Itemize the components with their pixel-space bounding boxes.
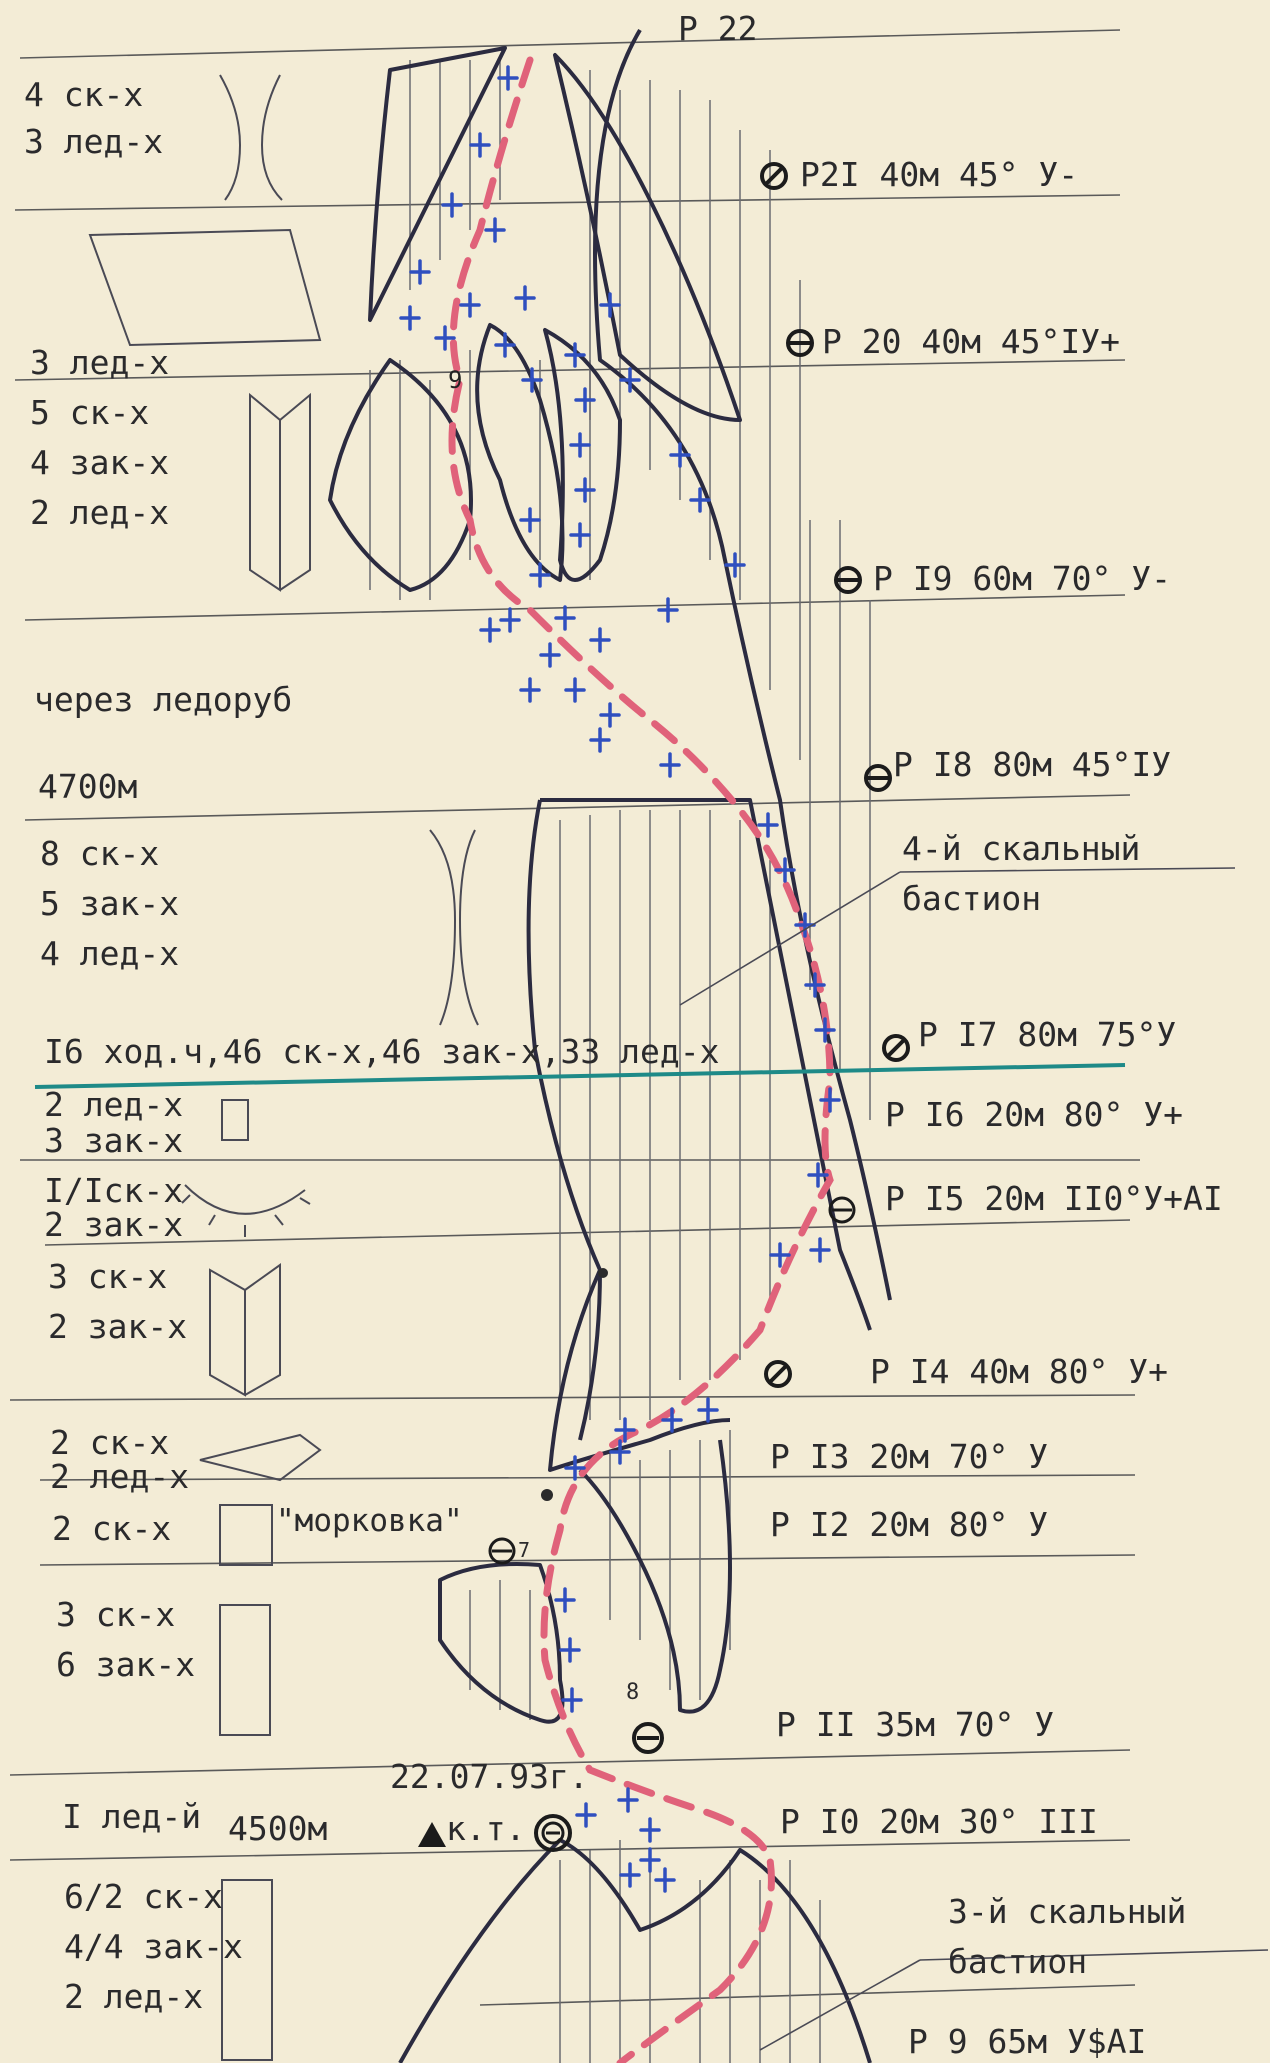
hooks-12b: 4/4 зак-х	[64, 1927, 243, 1966]
station-marker-icon	[786, 329, 814, 357]
dot-marker	[541, 1489, 553, 1501]
station-p22: Р 22	[678, 9, 758, 48]
station-p17: Р I7 80м 75°У	[918, 1015, 1177, 1054]
station-p11: Р II 35м 70° У	[776, 1705, 1055, 1744]
station-marker-icon	[864, 764, 892, 792]
hooks-4a: 8 ск-х	[40, 834, 160, 873]
total-divider	[34, 1063, 1126, 1089]
station-marker-icon	[488, 1537, 516, 1565]
altitude-4500: 4500м	[228, 1809, 328, 1848]
station-p16: Р I6 20м 80° У+	[885, 1095, 1184, 1134]
hooks-10b: 6 зак-х	[56, 1645, 196, 1684]
control-point-label: к.т.	[446, 1809, 526, 1848]
hooks-4c: 4 лед-х	[40, 934, 180, 973]
hooks-7a: 3 ск-х	[48, 1257, 168, 1296]
dot-marker	[598, 1268, 608, 1278]
station-marker-icon	[828, 1196, 856, 1224]
station-marker-icon	[760, 162, 788, 190]
station-p14: Р I4 40м 80° У+	[870, 1352, 1169, 1391]
control-point-icon	[418, 1822, 446, 1847]
hooks-6b: 2 зак-х	[44, 1205, 184, 1244]
total-summary: I6 ход.ч,46 ск-х,46 зак-х,33 лед-х	[44, 1032, 720, 1071]
bastion4-line2: бастион	[902, 879, 1042, 918]
bivouac-8: 8	[626, 1680, 640, 1705]
hooks-10a: 3 ск-х	[56, 1595, 176, 1634]
hooks-8a: 2 ск-х	[50, 1423, 170, 1462]
station-marker-icon	[534, 1814, 572, 1852]
altitude-4700: 4700м	[38, 767, 138, 806]
rock-outlines	[328, 28, 892, 2063]
hooks-4b: 5 зак-х	[40, 884, 180, 923]
station-marker-icon	[632, 1722, 664, 1754]
station-p12: Р I2 20м 80° У	[770, 1505, 1049, 1544]
ice-marks	[399, 65, 841, 1893]
station-p18: Р I8 80м 45°IУ	[893, 745, 1172, 784]
morkovka-label: "морковка"	[276, 1503, 463, 1539]
date-label: 22.07.93г.	[390, 1757, 589, 1796]
station-p21: Р2I 40м 45° У-	[800, 155, 1079, 194]
bivouac-7: 7	[518, 1538, 531, 1562]
hooks-5b: 3 зак-х	[44, 1121, 184, 1160]
hooks-2c: 4 зак-х	[30, 443, 170, 482]
station-p20: Р 20 40м 45°IУ+	[822, 322, 1121, 361]
station-marker-icon	[764, 1360, 792, 1388]
route-line	[448, 56, 834, 2063]
bivouac-9: 9	[448, 366, 463, 394]
bastion3-line2: бастион	[948, 1942, 1088, 1981]
hooks-1b: 3 лед-х	[24, 122, 164, 161]
station-p9: Р 9 65м У$АI	[908, 2022, 1147, 2061]
bastion4-line1: 4-й скальный	[902, 829, 1141, 868]
hooks-3: через ледоруб	[34, 680, 293, 719]
terrain-icons	[88, 74, 479, 2061]
station-p19: Р I9 60м 70° У-	[873, 559, 1172, 598]
hooks-12c: 2 лед-х	[64, 1977, 204, 2016]
station-p10: Р I0 20м 30° III	[780, 1802, 1098, 1841]
station-marker-icon	[834, 566, 862, 594]
hooks-11: I лед-й	[62, 1797, 202, 1836]
station-marker-icon	[882, 1034, 910, 1062]
hooks-9: 2 ск-х	[52, 1509, 172, 1548]
hooks-5a: 2 лед-х	[44, 1085, 184, 1124]
bastion3-line1: 3-й скальный	[948, 1892, 1187, 1931]
station-p13: Р I3 20м 70° У	[770, 1437, 1049, 1476]
hooks-7b: 2 зак-х	[48, 1307, 188, 1346]
pitch-lines	[9, 29, 1140, 2006]
hooks-2a: 3 лед-х	[30, 343, 170, 382]
hooks-2d: 2 лед-х	[30, 493, 170, 532]
hooks-8b: 2 лед-х	[50, 1457, 190, 1496]
station-p15: Р I5 20м II0°У+АI	[885, 1179, 1223, 1218]
hooks-6a: I/Iск-х	[44, 1171, 184, 1210]
hooks-2b: 5 ск-х	[30, 393, 150, 432]
hooks-1a: 4 ск-х	[24, 75, 144, 114]
hooks-12a: 6/2 ск-х	[64, 1877, 223, 1916]
